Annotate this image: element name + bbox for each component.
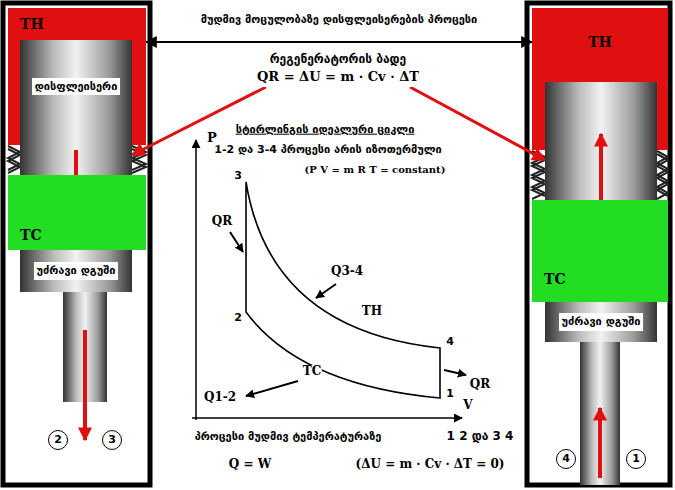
connector-arrow: [146, 41, 532, 43]
cycle-title: სტირლინგის იდეალური ციკლი: [235, 124, 416, 137]
note: 1-2 და 3-4 პროცესი არის იზოთერმული: [213, 144, 443, 157]
regenerator-mesh: [657, 151, 668, 199]
heat-label: Q1-2: [203, 391, 237, 405]
heat-arrow: [246, 381, 298, 396]
node-label: TC: [20, 227, 42, 244]
heat-arrow: [316, 284, 336, 298]
cold-space: TC: [8, 175, 146, 250]
note: პროცესი მუდმივ ტემპერატურაზე: [194, 431, 383, 444]
equation: (ΔU = m · Cv · ΔT = 0): [355, 458, 506, 472]
callout-number: 3: [102, 430, 122, 450]
formula: QR = ΔU = m · Cv · ΔT: [257, 69, 419, 85]
regenerator-mesh-note: რეგენერატორის ბადე QR = ΔU = m · Cv · ΔT: [251, 50, 425, 87]
motion-arrow: [599, 134, 603, 200]
callout-number: 1: [626, 449, 646, 469]
node-label: TH: [588, 34, 612, 51]
motion-arrow: [83, 330, 87, 440]
fixed-piston: უძრავი დგუში: [20, 250, 132, 292]
axis-label: V: [462, 399, 473, 413]
state-number: 3: [233, 170, 243, 183]
state-number: 1: [445, 388, 455, 401]
equation: Q = W: [228, 458, 272, 472]
stirling-cycle: [246, 182, 440, 398]
node-label: TH: [20, 16, 44, 33]
heat-label: QR: [469, 378, 491, 392]
edge-label: მუდმივ მოცულობაზე დისფლეისერების პროცესი: [200, 14, 479, 27]
v-axis: [192, 417, 462, 419]
node-label: დისფლეისერი: [32, 78, 121, 95]
regenerator-mesh: [657, 154, 668, 196]
cylinder-frame: [527, 3, 670, 485]
heat-arrow: [230, 232, 243, 252]
temperature-label: TH: [361, 305, 383, 319]
node-label: TC: [544, 271, 566, 288]
equation: (P V = m R T = constant): [304, 164, 447, 176]
state-number: 2: [233, 312, 243, 325]
fixed-piston: უძრავი დგუში: [545, 302, 657, 342]
p-axis: [195, 140, 197, 420]
node-label: უძრავი დგუში: [559, 313, 644, 330]
cold-space: TC: [532, 200, 668, 302]
node-label: რეგენერატორის ბადე: [270, 52, 407, 66]
axis-label: P: [206, 131, 218, 146]
temperature-label: TC: [302, 365, 322, 379]
callout-number: 2: [48, 430, 68, 450]
state-number: 4: [445, 336, 455, 349]
heat-label: Q3-4: [330, 265, 364, 279]
note: 1 2 და 3 4: [446, 430, 515, 444]
callout-number: 4: [556, 449, 576, 469]
piston-rod: [580, 342, 620, 485]
motion-arrow: [598, 408, 602, 478]
cylinder-frame: [3, 3, 150, 485]
heat-arrow: [444, 370, 466, 375]
heat-label: QR: [211, 215, 233, 229]
node-label: უძრავი დგუში: [34, 262, 119, 279]
regenerator-mesh: [8, 149, 20, 173]
